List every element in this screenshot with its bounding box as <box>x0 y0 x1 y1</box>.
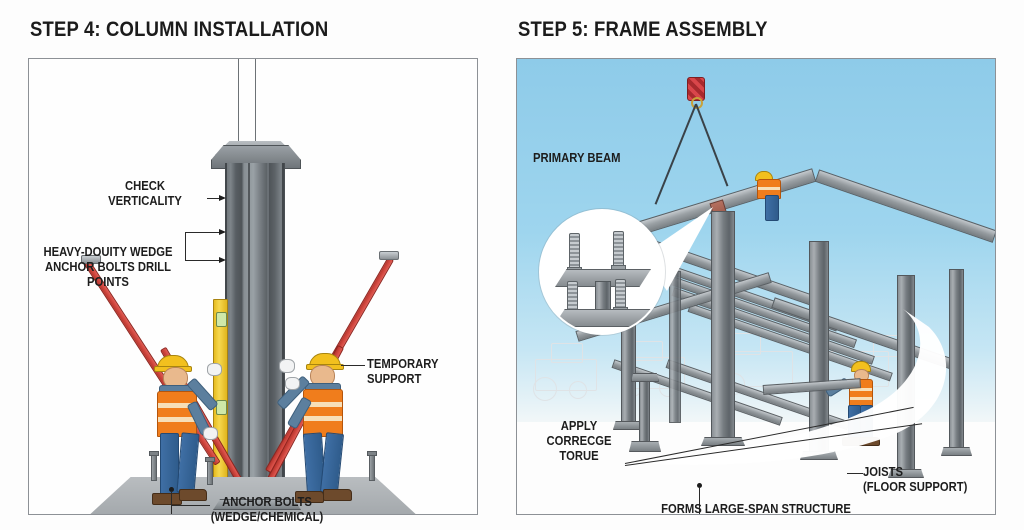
arrow-wedge-top <box>219 257 226 263</box>
anchor-stud-2 <box>207 459 213 485</box>
vest-stripe-a <box>158 403 196 408</box>
leader-wedge-upper <box>185 232 219 234</box>
label-joists: JOISTS (FLOOR SUPPORT) <box>863 465 968 494</box>
ghost-tractor-1-wheel-front <box>533 377 557 401</box>
leader-joists <box>847 473 863 475</box>
label-temporary-support: TEMPORARY SUPPORT <box>367 357 439 386</box>
baseplate-detail-inset <box>539 209 665 335</box>
boot-left-worker-front <box>152 493 182 505</box>
vest-right-worker <box>303 389 343 437</box>
label-wedge-anchor-bolts: HEAVY-DOUITY WEDGE ANCHOR BOLTS DRILL PO… <box>43 245 173 289</box>
anchor-nut-1 <box>149 451 159 456</box>
temporary-prop-left-outer <box>84 260 221 466</box>
prop-head-left-outer <box>81 255 101 264</box>
bottom-base-plate <box>553 309 651 327</box>
column-edge-right <box>282 163 284 503</box>
anchor-nut-2 <box>205 457 215 462</box>
vest-stripe-c <box>304 402 342 407</box>
glove-right-worker-lower <box>285 377 300 390</box>
panel-step-5-title: STEP 5: FRAME ASSEMBLY <box>518 18 768 41</box>
boot-right-worker-back <box>323 489 352 501</box>
leader-large-span-vert <box>699 487 701 514</box>
anchor-stud-4 <box>369 453 375 481</box>
step-5-illustration-frame: PRIMARY BEAM APPLY CORRECGE TORUE JOISTS… <box>516 58 996 515</box>
arrow-check-verticality <box>219 195 226 201</box>
panel-step-5: STEP 5: FRAME ASSEMBLY <box>516 18 998 518</box>
anchor-bolts-callout-dot <box>169 487 174 492</box>
leader-temporary-support <box>341 365 365 367</box>
label-anchor-bolts: ANCHOR BOLTS (WEDGE/CHEMICAL) <box>210 495 324 524</box>
leader-anchor-bolts-horiz <box>172 505 210 507</box>
label-forms-large-span: FORMS LARGE-SPAN STRUCTURE <box>661 502 851 516</box>
vest-stripe-b <box>158 417 196 422</box>
level-vial-top <box>216 312 227 327</box>
glove-left-worker-upper <box>207 363 222 376</box>
anchor-nut-4 <box>367 451 377 456</box>
level-vial-mid <box>216 400 227 415</box>
label-apply-torque: APPLY CORRECGE TORUE <box>546 419 612 463</box>
label-primary-beam: PRIMARY BEAM <box>533 151 621 165</box>
leader-wedge-top <box>185 260 219 262</box>
anchor-stud-1 <box>151 453 157 481</box>
step-4-illustration-frame: CHECK VERTICALITY HEAVY-DOUITY WEDGE ANC… <box>28 58 478 515</box>
leader-check-verticality <box>207 198 219 200</box>
large-span-callout-dot <box>697 483 702 488</box>
prop-head-right-outer <box>379 251 399 260</box>
column-web-line <box>248 163 250 503</box>
vest-stripe-beam <box>758 187 780 190</box>
ghost-tractor-1-body <box>535 359 597 391</box>
lifting-cable-left <box>238 59 240 143</box>
leader-wedge-riser <box>185 232 187 261</box>
glove-left-worker-lower <box>203 427 218 440</box>
column-web-line-2 <box>267 163 269 503</box>
panel-step-4-title: STEP 4: COLUMN INSTALLATION <box>30 18 329 41</box>
lifting-cable-right <box>255 59 257 143</box>
leg-beam-worker <box>765 195 779 221</box>
steel-column <box>225 163 285 503</box>
leader-anchor-bolts-vert <box>171 491 173 514</box>
arrow-wedge-upper <box>219 229 226 235</box>
label-check-verticality: CHECK VERTICALITY <box>108 179 182 208</box>
boot-left-worker-back <box>179 489 207 501</box>
glove-right-worker-upper <box>279 359 295 373</box>
ghost-tractor-1-cab <box>551 343 583 363</box>
ghost-tractor-1-wheel-rear <box>569 381 587 399</box>
vest-stripe-d <box>304 416 342 421</box>
column-flange-shadow <box>269 163 283 503</box>
panel-step-4: STEP 4: COLUMN INSTALLATION <box>28 18 480 524</box>
